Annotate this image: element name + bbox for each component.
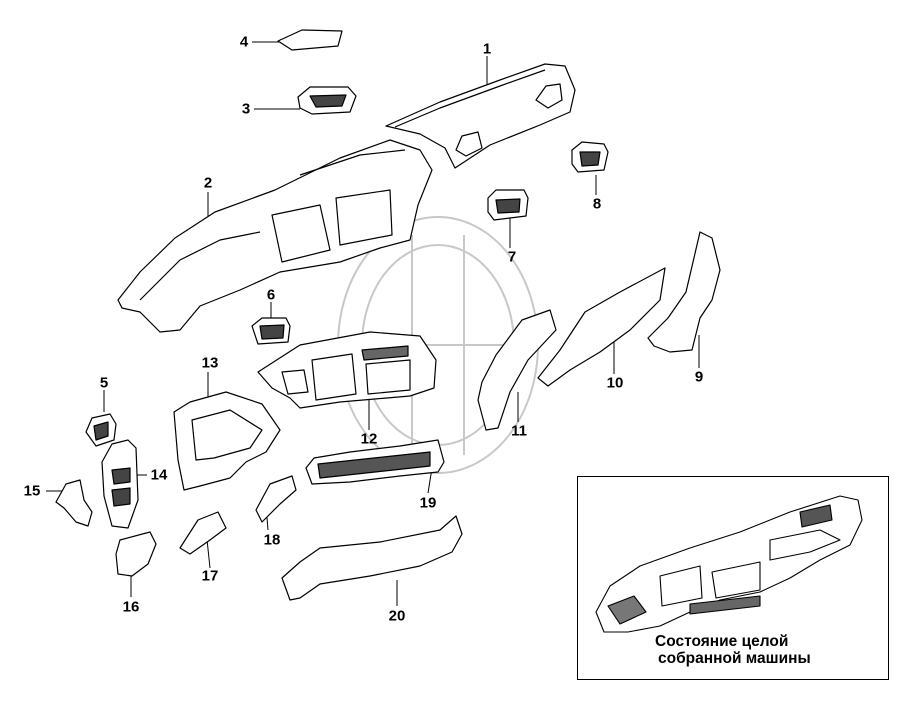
inset-frame [577, 476, 889, 680]
part-20-lower-panel [281, 515, 463, 601]
callout-6: 6 [266, 286, 276, 304]
callout-3: 3 [241, 100, 251, 118]
part-4-cover [277, 29, 343, 51]
part-14-switch-panel [101, 439, 139, 529]
inset-caption: Состояние целой собранной машины [655, 633, 875, 667]
callout-12: 12 [360, 430, 378, 448]
part-16-lower-trim [115, 531, 157, 577]
callout-15: 15 [23, 482, 41, 500]
callout-8: 8 [592, 195, 602, 213]
callout-13: 13 [201, 354, 219, 372]
callout-16: 16 [122, 598, 140, 616]
part-9-bracket [647, 231, 721, 353]
callout-4: 4 [239, 33, 249, 51]
callout-1: 1 [482, 40, 492, 58]
part-10-glovebox [537, 267, 666, 387]
part-2-dash-frame [117, 139, 433, 333]
callout-5: 5 [99, 374, 109, 392]
callout-17: 17 [201, 567, 219, 585]
callout-14: 14 [150, 466, 168, 484]
part-15-bracket [55, 479, 93, 527]
inset-assembled-dash [595, 495, 863, 633]
part-1-upper-panel [385, 63, 576, 169]
callout-19: 19 [419, 494, 437, 512]
callout-20: 20 [388, 607, 406, 625]
callout-9: 9 [694, 368, 704, 386]
parts [55, 29, 721, 601]
callout-11: 11 [511, 422, 527, 440]
part-17-trim [179, 511, 227, 555]
callout-2: 2 [203, 174, 213, 192]
part-18-trim [255, 475, 297, 523]
part-11-bracket [477, 309, 557, 431]
inset-caption-line-2: собранной машины [658, 650, 811, 667]
callout-7: 7 [507, 248, 517, 266]
callout-10: 10 [606, 374, 624, 392]
callout-18: 18 [263, 531, 281, 549]
part-13-bezel [173, 391, 281, 491]
inset-caption-line-1: Состояние целой [655, 633, 789, 650]
part-12-cluster-housing [257, 331, 437, 409]
